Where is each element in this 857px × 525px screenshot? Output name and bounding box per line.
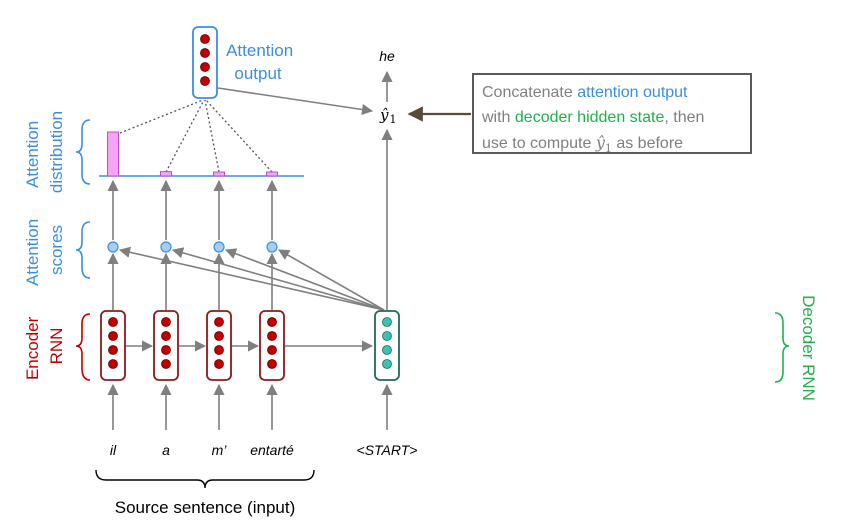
attention-score-dots bbox=[107, 241, 278, 253]
source-sentence-brace bbox=[95, 469, 315, 489]
attention-distribution-label: Attention distribution bbox=[23, 111, 66, 193]
source-sentence-label: Source sentence (input) bbox=[115, 498, 296, 517]
encoder-to-score-arrows bbox=[107, 252, 278, 310]
distribution-bar-1 bbox=[107, 131, 119, 177]
encoder-rnn-brace bbox=[75, 313, 91, 381]
callout-text-4: use to compute bbox=[482, 135, 596, 152]
decoder-rnn-brace bbox=[774, 312, 790, 383]
encoder-state-4 bbox=[259, 310, 285, 381]
attention-scores-label: Attention scores bbox=[23, 214, 66, 286]
encoder-rnn-label: Encoder RNN bbox=[23, 312, 66, 380]
dec-score-arrow-1 bbox=[118, 246, 385, 311]
source-word-1: il bbox=[110, 442, 117, 458]
weighted-line-1 bbox=[119, 99, 204, 134]
decoder-hidden-state bbox=[374, 310, 400, 381]
decoder-to-score-arrows bbox=[118, 246, 385, 311]
source-word-3: m’ bbox=[212, 442, 228, 458]
encoder-state-1 bbox=[100, 310, 126, 381]
score-dot-4 bbox=[266, 241, 278, 253]
encoder-state-3 bbox=[206, 310, 232, 381]
distribution-bar-2 bbox=[160, 171, 172, 177]
score-to-dist-arrows bbox=[107, 179, 278, 240]
callout-decoder-hidden-state: decoder hidden state bbox=[514, 109, 665, 126]
attention-scores-brace bbox=[75, 221, 91, 279]
attention-distribution-brace bbox=[75, 119, 91, 185]
score-dot-1 bbox=[107, 241, 119, 253]
source-word-2: a bbox=[162, 442, 170, 458]
dec-score-arrow-3 bbox=[224, 248, 385, 311]
source-words: il a m’ entarté bbox=[110, 442, 294, 458]
source-word-4: entarté bbox=[250, 442, 294, 458]
attention-output-vector bbox=[192, 26, 218, 99]
decoder-input-word: <START> bbox=[357, 442, 418, 458]
callout-text-1: Concatenate bbox=[482, 84, 578, 101]
callout-text-5: as before bbox=[611, 135, 684, 152]
encoder-state-2 bbox=[153, 310, 179, 381]
dec-score-arrow-4 bbox=[278, 249, 385, 311]
attention-output-label: Attention output bbox=[226, 41, 298, 83]
encoder-hidden-states bbox=[100, 310, 285, 381]
callout-box: Concatenate attention output with decode… bbox=[472, 73, 752, 156]
weighted-line-2 bbox=[165, 99, 205, 173]
attn-output-to-yhat-arrow bbox=[217, 87, 374, 116]
weighted-line-4 bbox=[205, 99, 273, 173]
score-dot-2 bbox=[160, 241, 172, 253]
callout-text-3: , then bbox=[664, 109, 705, 126]
distribution-bar-3 bbox=[213, 171, 225, 177]
callout-attention-output: attention output bbox=[577, 84, 688, 101]
score-dot-3 bbox=[213, 241, 225, 253]
attention-distribution-bars bbox=[107, 131, 278, 177]
yhat-label: ŷ1 bbox=[379, 106, 396, 126]
input-arrows bbox=[107, 383, 393, 430]
output-word: he bbox=[379, 48, 395, 64]
dec-score-arrow-2 bbox=[171, 247, 385, 311]
decoder-rnn-label: Decoder RNN bbox=[799, 295, 818, 401]
weighted-sum-lines bbox=[119, 99, 273, 173]
callout-yhat: ŷ1 bbox=[595, 133, 612, 156]
distribution-bar-4 bbox=[266, 171, 278, 177]
callout-text-2: with bbox=[482, 109, 515, 126]
weighted-line-3 bbox=[204, 99, 220, 173]
